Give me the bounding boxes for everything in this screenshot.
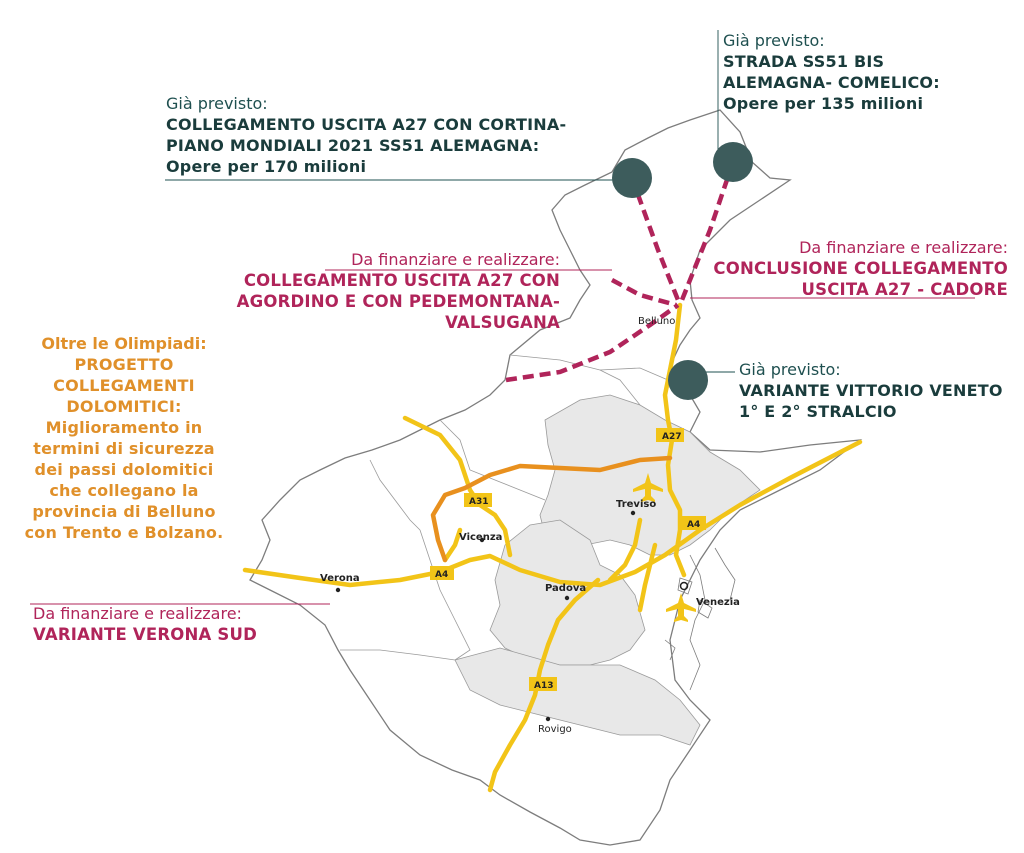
note-olimpiadi-pre: Oltre le Olimpiadi: (41, 334, 207, 353)
link-comelico (679, 161, 736, 301)
note-cortina-line: COLLEGAMENTO USCITA A27 CON CORTINA- (166, 115, 567, 134)
province-borders (340, 354, 669, 661)
svg-text:A31: A31 (469, 497, 489, 507)
airport-icon-treviso (633, 473, 663, 502)
shield-a13: A13 (529, 677, 557, 691)
shield-a4-east: A4 (682, 516, 706, 530)
link-cortina (629, 177, 683, 306)
place-belluno: Belluno (638, 316, 675, 327)
note-olimpiadi: Oltre le Olimpiadi: PROGETTO COLLEGAMENT… (14, 333, 234, 543)
note-cadore: Da finanziare e realizzare: CONCLUSIONE … (700, 238, 1008, 300)
place-treviso: Treviso (616, 499, 656, 510)
note-comelico-line: ALEMAGNA- COMELICO: (723, 73, 940, 92)
note-cadore-line: CONCLUSIONE COLLEGAMENTO (713, 259, 1008, 278)
place-padova: Padova (545, 583, 586, 594)
svg-text:A27: A27 (662, 432, 682, 442)
venice-lagoon (664, 547, 736, 691)
leader-lines (30, 30, 975, 605)
place-vicenza: Vicenza (459, 532, 502, 543)
note-cortina-pre: Già previsto: (166, 94, 268, 113)
note-agordino: Da finanziare e realizzare: COLLEGAMENTO… (210, 250, 560, 333)
note-vittorio: Già previsto: VARIANTE VITTORIO VENETO 1… (739, 360, 1003, 422)
note-agordino-pre: Da finanziare e realizzare: (351, 250, 560, 269)
note-vittorio-line: VARIANTE VITTORIO VENETO (739, 381, 1003, 400)
road-vicenza-link (442, 527, 463, 563)
note-comelico-pre: Già previsto: (723, 31, 825, 50)
note-verona-sud: Da finanziare e realizzare: VARIANTE VER… (33, 604, 257, 645)
road-feeder-east (637, 542, 658, 613)
note-olimpiadi-line: dei passi dolomitici (34, 460, 214, 479)
note-comelico: Già previsto: STRADA SS51 BIS ALEMAGNA- … (723, 31, 940, 114)
marker-cortina (612, 158, 652, 198)
province-treviso (539, 394, 761, 556)
place-verona: Verona (320, 573, 360, 584)
note-cortina-line: PIANO MONDIALI 2021 SS51 ALEMAGNA: (166, 136, 540, 155)
road-a4 (242, 439, 863, 588)
note-olimpiadi-line: con Trento e Bolzano. (24, 523, 224, 542)
note-agordino-line: COLLEGAMENTO USCITA A27 CON (243, 271, 560, 290)
note-olimpiadi-line: DOLOMITICI: (66, 397, 182, 416)
note-olimpiadi-line: COLLEGAMENTI (53, 376, 195, 395)
note-cortina-line: Opere per 170 milioni (166, 157, 367, 176)
note-olimpiadi-line: termini di sicurezza (33, 439, 215, 458)
note-olimpiadi-line: provincia di Belluno (32, 502, 216, 521)
note-vittorio-line: 1° E 2° STRALCIO (739, 402, 897, 421)
note-olimpiadi-line: che collegano la (49, 481, 199, 500)
airport-icon-venezia (666, 593, 696, 622)
svg-text:A13: A13 (534, 681, 554, 691)
note-olimpiadi-line: PROGETTO (74, 355, 174, 374)
note-comelico-line: Opere per 135 milioni (723, 94, 924, 113)
road-a27 (662, 302, 687, 578)
road-pedemontana (430, 455, 673, 563)
svg-text:A4: A4 (435, 570, 448, 580)
link-valsugana (505, 303, 680, 383)
marker-comelico (713, 142, 753, 182)
city-dots (335, 510, 689, 722)
province-rovigo-shade (454, 647, 701, 746)
planned-links (505, 161, 736, 383)
note-verona-sud-line: VARIANTE VERONA SUD (33, 625, 257, 644)
note-agordino-line: AGORDINO E CON PEDEMONTANA- (236, 292, 560, 311)
place-rovigo: Rovigo (538, 724, 572, 735)
shield-a27: A27 (656, 428, 684, 442)
marker-vittorio (668, 360, 708, 400)
place-venezia: Venezia (696, 597, 740, 608)
note-cortina: Già previsto: COLLEGAMENTO USCITA A27 CO… (166, 94, 566, 177)
note-vittorio-pre: Già previsto: (739, 360, 841, 379)
note-cadore-line: USCITA A27 - CADORE (801, 280, 1008, 299)
note-verona-sud-pre: Da finanziare e realizzare: (33, 604, 242, 623)
note-agordino-line: VALSUGANA (445, 313, 560, 332)
road-treviso-link (607, 517, 643, 583)
note-comelico-line: STRADA SS51 BIS (723, 52, 885, 71)
svg-text:A4: A4 (687, 520, 700, 530)
note-cadore-pre: Da finanziare e realizzare: (799, 238, 1008, 257)
shield-a31: A31 (464, 493, 492, 507)
shield-a4-west: A4 (430, 566, 454, 580)
link-agordino (610, 278, 677, 308)
province-padova (489, 519, 646, 666)
note-olimpiadi-line: Miglioramento in (45, 418, 203, 437)
